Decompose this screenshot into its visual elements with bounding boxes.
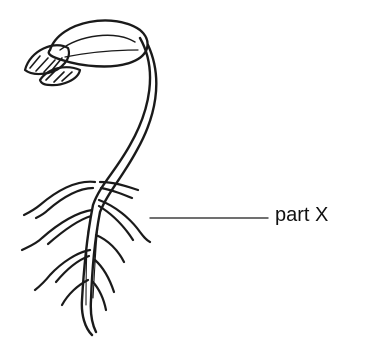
part-x-label: part X: [275, 205, 328, 225]
cotyledon-leaves: [25, 45, 80, 85]
stem: [82, 38, 156, 335]
seed-coat: [49, 20, 148, 66]
lateral-roots-right: [93, 182, 150, 310]
